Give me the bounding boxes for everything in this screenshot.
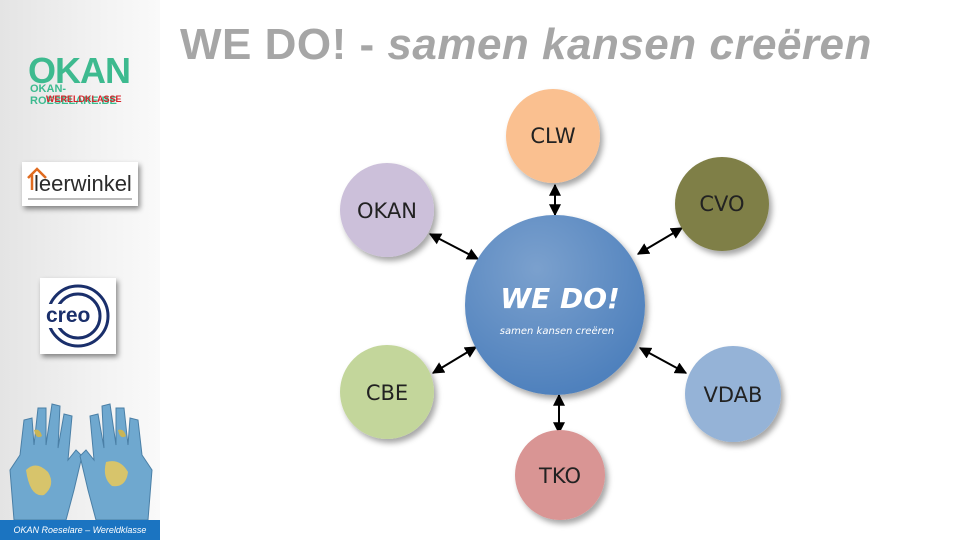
world-map-hands-image <box>9 403 153 520</box>
arrow-cbe <box>431 346 478 374</box>
page-title: WE DO! - samen kansen creëren <box>180 20 872 70</box>
creo-logo-text: creo <box>46 304 91 327</box>
center-node: WE DO! samen kansen creëren <box>465 215 645 395</box>
footer-label: OKAN Roeselare – Wereldklasse <box>0 520 160 540</box>
okan-logo: OKAN OKAN-ROESELARE.BE WERELDKLASSE <box>24 50 136 108</box>
node-clw: CLW <box>506 89 600 183</box>
node-clw-label: CLW <box>530 124 575 148</box>
house-icon <box>27 167 47 190</box>
leerwinkel-logo-subline <box>28 198 132 200</box>
node-tko: TKO <box>515 430 605 520</box>
node-cbe-label: CBE <box>366 381 408 405</box>
creo-circle-icon <box>44 284 110 348</box>
center-title: WE DO! <box>500 282 620 315</box>
arrow-vdab <box>638 347 688 374</box>
okan-logo-text: OKAN <box>28 50 131 91</box>
arrow-cvo <box>636 227 684 255</box>
node-cvo: CVO <box>675 157 769 251</box>
hub-diagram: WE DO! samen kansen creëren CLW CVO VDAB… <box>340 89 781 520</box>
creo-logo: creo <box>40 278 116 354</box>
arrow-okan <box>428 233 480 260</box>
node-tko-label: TKO <box>538 464 581 488</box>
node-cvo-label: CVO <box>699 192 744 216</box>
center-subtitle: samen kansen creëren <box>500 326 614 337</box>
leerwinkel-logo: leerwinkel <box>22 162 138 206</box>
node-okan: OKAN <box>340 163 434 257</box>
okan-logo-tagline: WERELDKLASSE <box>46 94 122 104</box>
node-vdab-label: VDAB <box>704 383 763 407</box>
title-main: WE DO! - <box>180 20 375 69</box>
node-okan-label: OKAN <box>357 199 417 223</box>
node-vdab: VDAB <box>685 346 781 442</box>
leerwinkel-logo-text: leerwinkel <box>34 171 132 196</box>
title-subtitle: samen kansen creëren <box>387 20 872 69</box>
node-cbe: CBE <box>340 345 434 439</box>
okan-logo-url: OKAN-ROESELARE.BE <box>30 83 117 107</box>
